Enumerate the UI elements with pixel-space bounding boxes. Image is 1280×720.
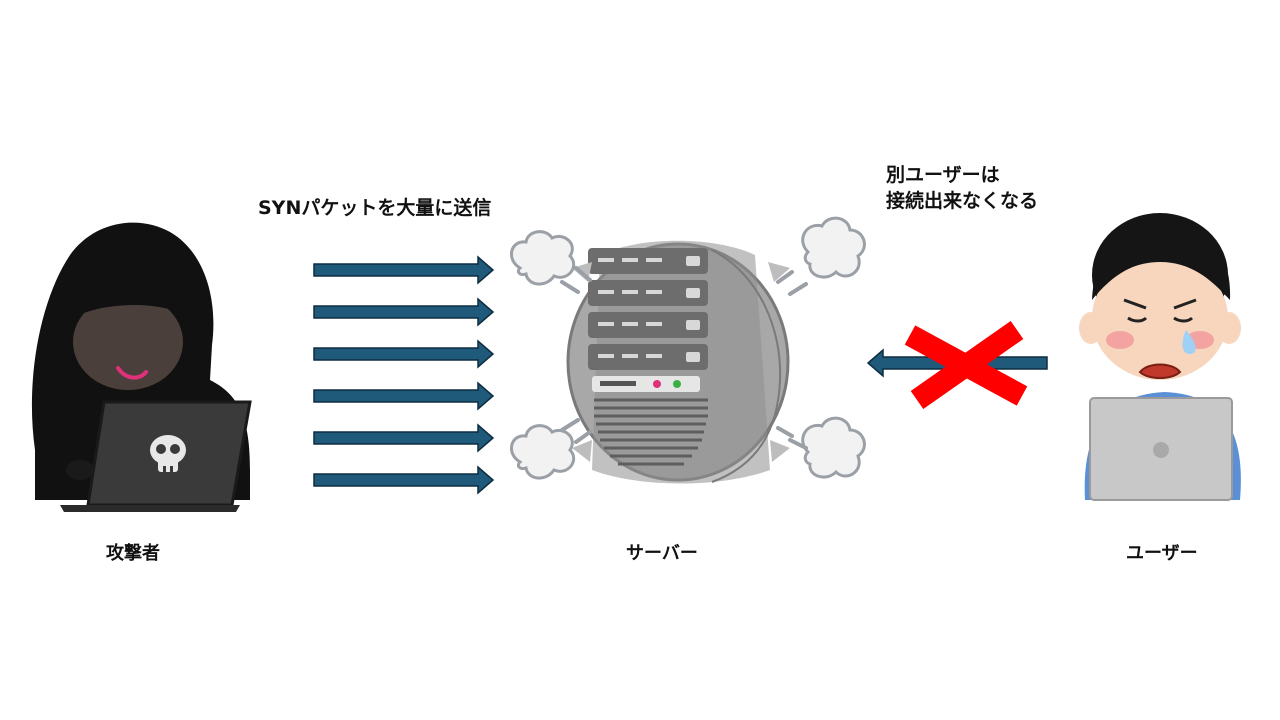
user-caption: ユーザー — [1126, 543, 1198, 564]
steam-puff-icon — [510, 216, 866, 480]
syn-arrows — [313, 255, 495, 495]
syn-arrow — [313, 255, 495, 285]
other-user-label-line1: 別ユーザーは — [886, 164, 1000, 186]
syn-arrow — [313, 297, 495, 327]
server-icon — [566, 240, 790, 484]
attacker-caption: 攻撃者 — [106, 543, 160, 564]
server-caption: サーバー — [626, 543, 698, 564]
attack-label: SYNパケットを大量に送信 — [258, 197, 492, 219]
syn-arrow — [313, 465, 495, 495]
hacker-icon — [31, 222, 252, 512]
other-user-label: 別ユーザーは 接続出来なくなる — [886, 162, 1038, 214]
syn-arrow — [313, 423, 495, 453]
syn-arrow — [313, 339, 495, 369]
other-user-label-line2: 接続出来なくなる — [886, 190, 1039, 212]
steam-lines — [560, 266, 808, 450]
skull-icon — [150, 435, 186, 472]
user-icon — [1079, 213, 1241, 501]
cross-mark-icon — [904, 320, 1028, 410]
syn-arrow — [313, 381, 495, 411]
